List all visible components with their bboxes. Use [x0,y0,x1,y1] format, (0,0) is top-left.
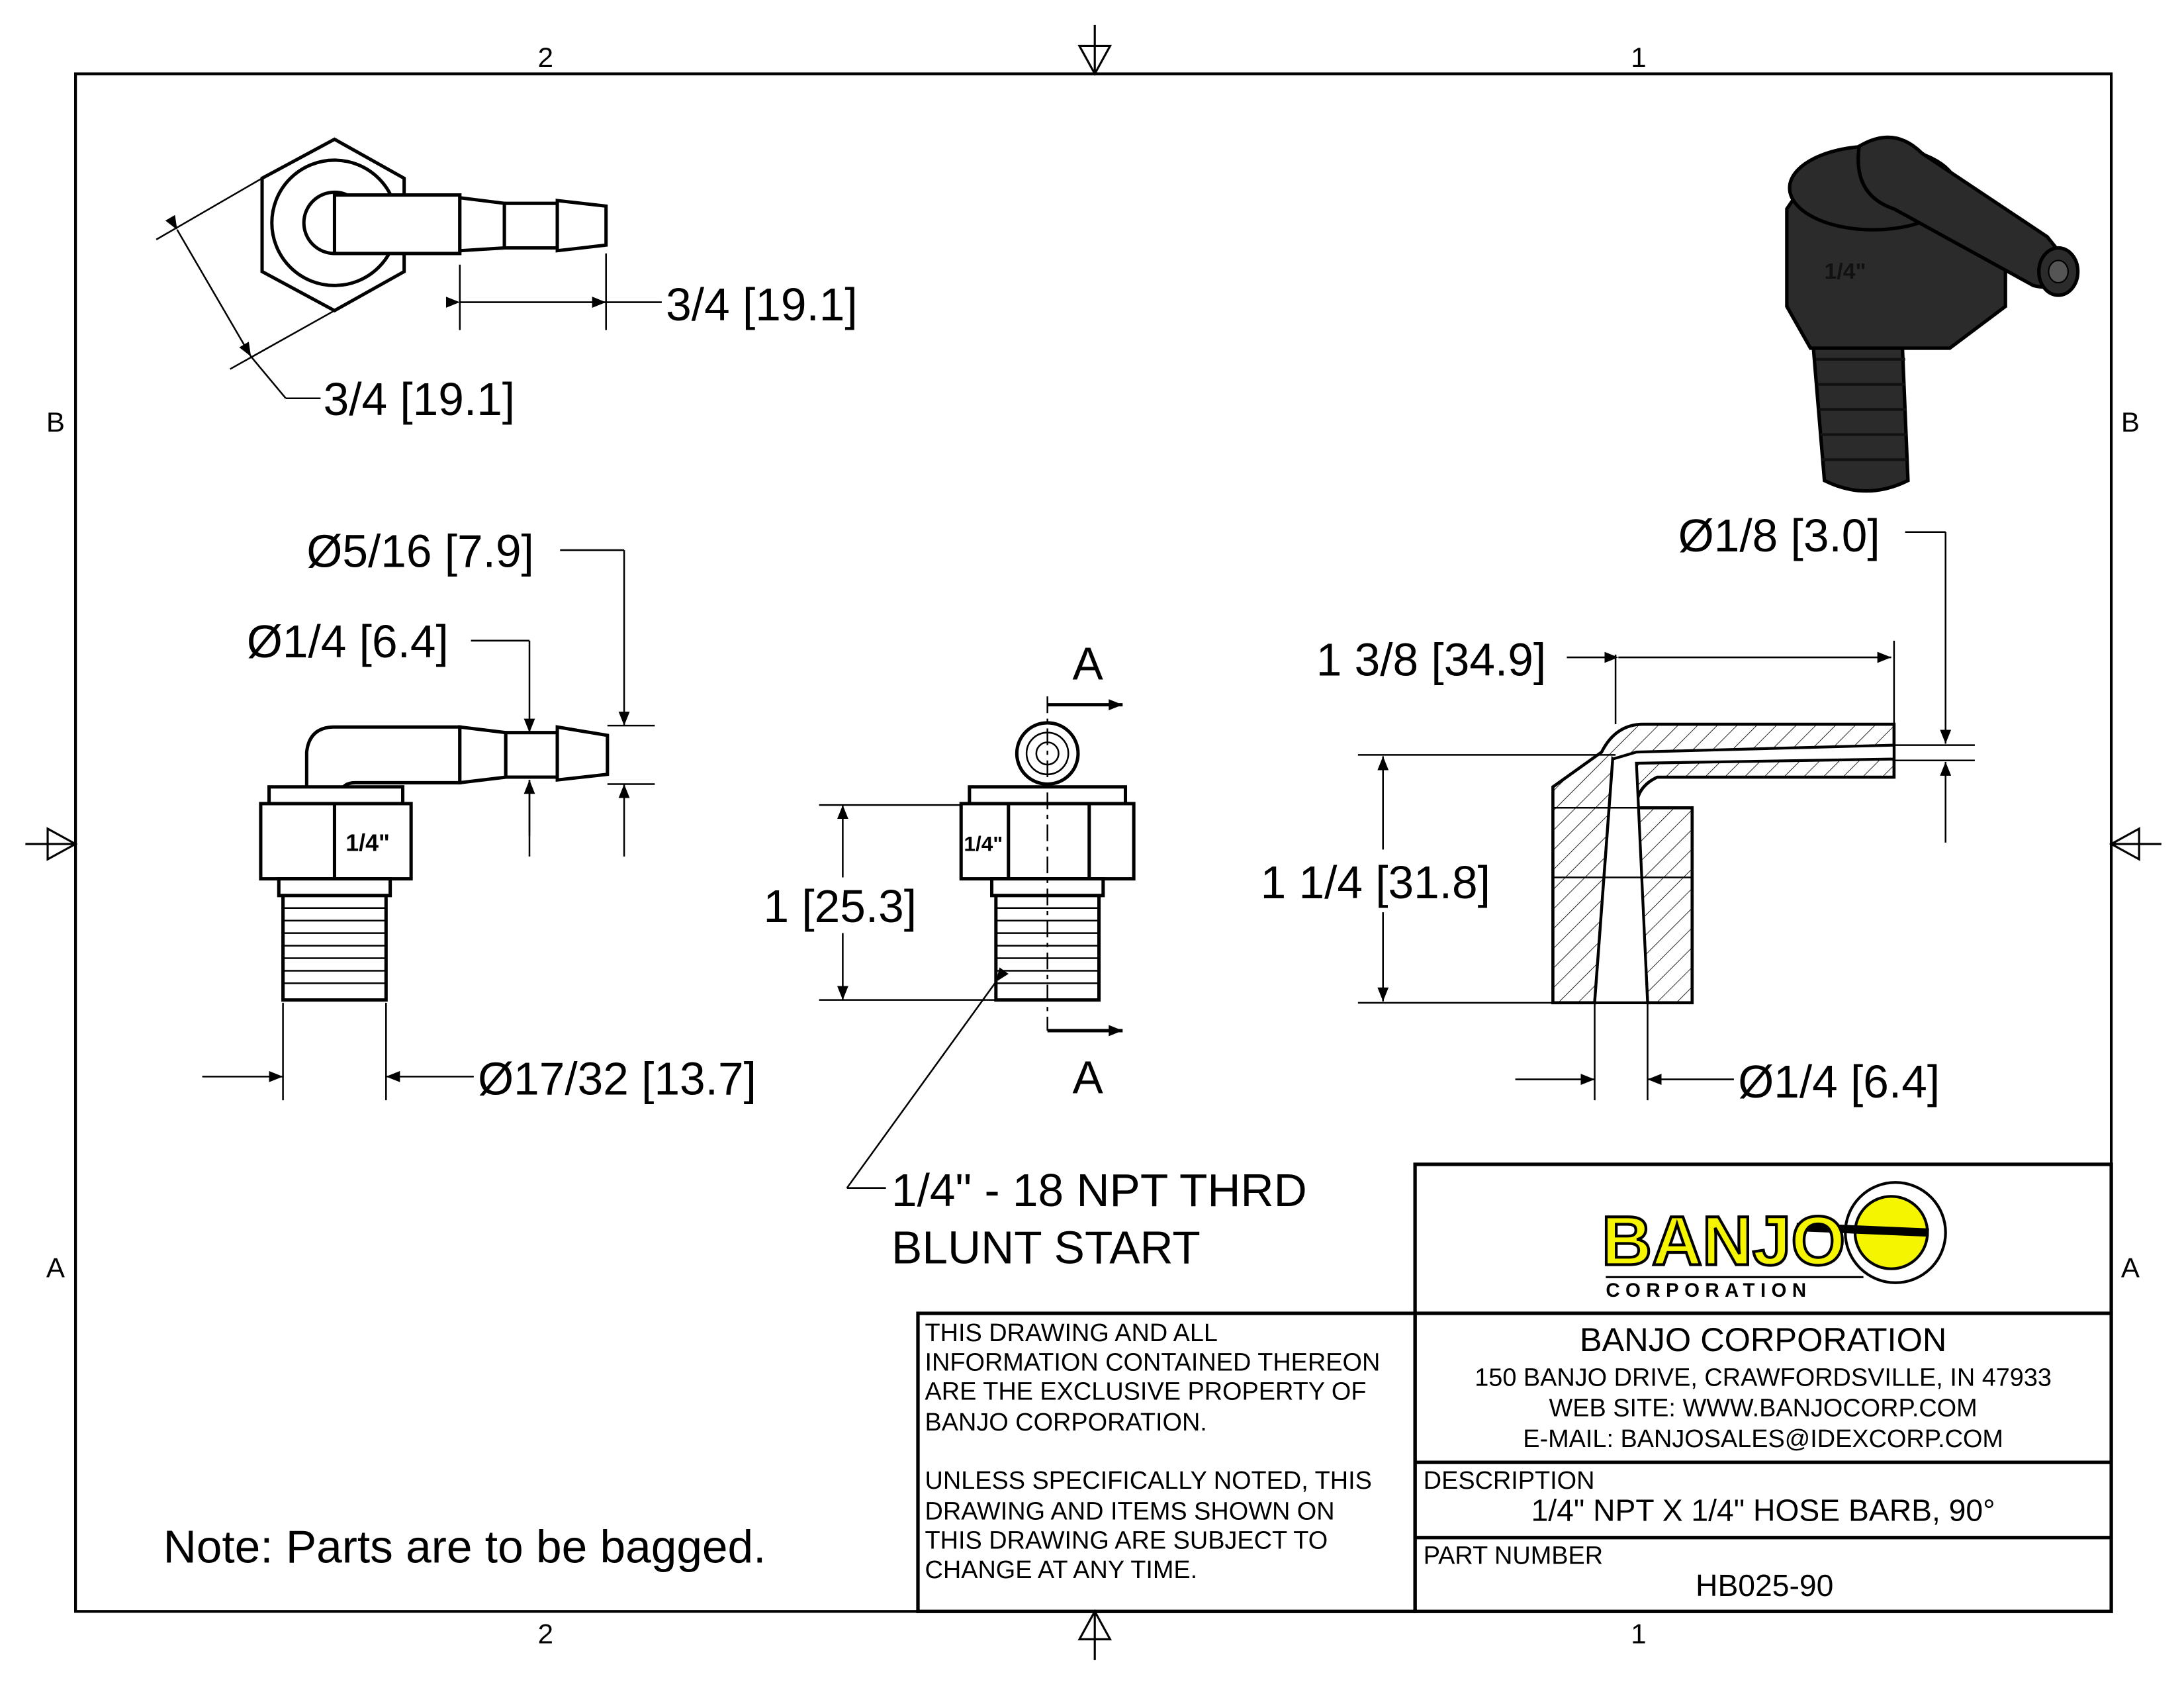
company-email: E-MAIL: BANJOSALES@IDEXCORP.COM [1523,1425,2003,1453]
dim-barb-od: Ø5/16 [7.9] [306,525,533,577]
section-view: 1 3/8 [34.9] 1 1/4 [31.8] Ø1/8 [3.0] Ø1/… [1261,510,1975,1107]
svg-text:BANJO CORPORATION.: BANJO CORPORATION. [925,1409,1207,1436]
zone-bottom-2: 2 [538,1618,553,1650]
dim-bore-bottom: Ø1/4 [6.4] [1738,1056,1940,1107]
disclaimer: THIS DRAWING AND ALL INFORMATION CONTAIN… [925,1319,1381,1584]
zone-right-b: B [2121,406,2140,438]
svg-text:ARE THE EXCLUSIVE PROPERTY OF: ARE THE EXCLUSIVE PROPERTY OF [925,1378,1367,1405]
company-name: BANJO CORPORATION [1580,1321,1946,1358]
dim-thread-od: Ø17/32 [13.7] [478,1053,756,1105]
svg-text:BANJO: BANJO [1602,1202,1845,1280]
svg-text:THIS DRAWING AND ALL: THIS DRAWING AND ALL [925,1319,1218,1347]
part-number-value: HB025-90 [1696,1568,1833,1603]
description-label: DESCRIPTION [1424,1467,1595,1495]
side-hex-mark: 1/4" [964,832,1003,856]
dim-side-height: 1 [25.3] [763,880,917,932]
side-view: 1/4" A A 1 [25.3] [763,638,1136,1103]
zone-right-a: A [2121,1252,2140,1283]
dim-barb-root: Ø1/4 [6.4] [247,616,449,667]
company-address: 150 BANJO DRIVE, CRAWFORDSVILLE, IN 4793… [1475,1364,2052,1391]
title-block: BANJO CORPORATION THIS DRAWING AND ALL I… [916,1162,2113,1613]
zone-top-2: 2 [538,42,553,73]
dim-top-barb-length: 3/4 [19.1] [666,279,857,330]
zone-bottom-1: 1 [1631,1618,1646,1650]
isometric-view: 1/4" [1785,135,2080,493]
thread-callout-line1: 1/4" - 18 NPT THRD [891,1164,1307,1216]
svg-text:THIS DRAWING ARE SUBJECT TO: THIS DRAWING ARE SUBJECT TO [925,1527,1328,1555]
front-hex-mark: 1/4" [345,830,390,857]
svg-text:CHANGE AT ANY TIME.: CHANGE AT ANY TIME. [925,1556,1198,1584]
iso-hex-mark: 1/4" [1825,259,1866,284]
dim-bore-top: Ø1/8 [3.0] [1678,510,1880,561]
zone-left-a: A [46,1252,65,1283]
section-label-top: A [1073,638,1104,690]
thread-callout: 1/4" - 18 NPT THRD BLUNT START [846,967,1307,1273]
zone-labels: 2 1 2 1 B A B A [46,42,2140,1650]
front-view: 1/4" Ø17/32 [13.7] Ø1/4 [6.4] Ø5/16 [7.9… [202,525,756,1105]
svg-text:CORPORATION: CORPORATION [1606,1280,1811,1301]
centering-marks [25,24,2161,1660]
zone-left-b: B [46,406,65,438]
thread-callout-line2: BLUNT START [891,1221,1201,1273]
top-view: 3/4 [19.1] 3/4 [19.1] [156,137,858,425]
bagging-note: Note: Parts are to be bagged. [163,1521,766,1573]
dim-section-length: 1 3/8 [34.9] [1316,633,1546,685]
description-value: 1/4" NPT X 1/4" HOSE BARB, 90° [1531,1493,1995,1528]
dim-section-height: 1 1/4 [31.8] [1261,857,1490,908]
banjo-logo: BANJO CORPORATION [1600,1181,1947,1301]
svg-text:UNLESS SPECIFICALLY NOTED, THI: UNLESS SPECIFICALLY NOTED, THIS [925,1467,1372,1495]
company-website: WEB SITE: WWW.BANJOCORP.COM [1549,1395,1978,1423]
dim-top-hex-flats: 3/4 [19.1] [324,373,515,425]
part-number-label: PART NUMBER [1424,1542,1603,1570]
svg-text:INFORMATION CONTAINED THEREON: INFORMATION CONTAINED THEREON [925,1348,1381,1376]
section-label-bottom: A [1073,1052,1104,1103]
svg-text:DRAWING AND ITEMS SHOWN ON: DRAWING AND ITEMS SHOWN ON [925,1497,1335,1525]
zone-top-1: 1 [1631,42,1646,73]
